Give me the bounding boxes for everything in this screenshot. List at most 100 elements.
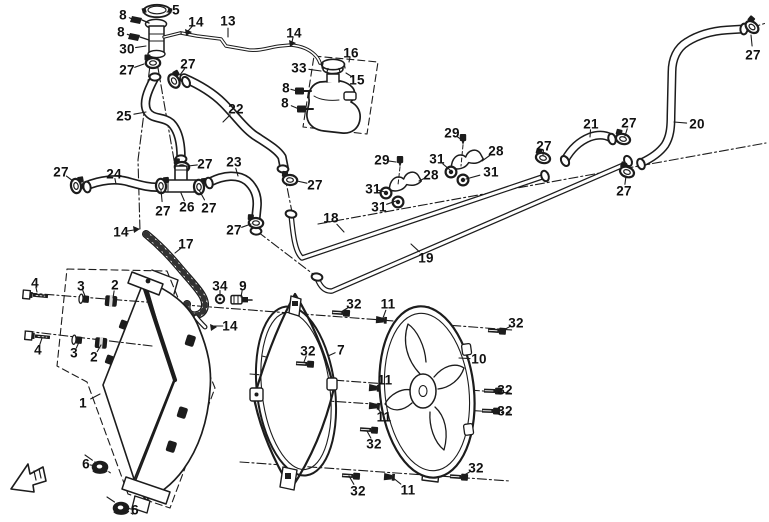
part-label: 11 bbox=[376, 409, 392, 425]
filler-neck-30 bbox=[144, 18, 182, 59]
part-label: 2 bbox=[111, 277, 119, 293]
leader-line bbox=[240, 290, 243, 298]
leader-line bbox=[391, 476, 402, 485]
part-label: 14 bbox=[222, 318, 238, 334]
leader-line bbox=[89, 464, 96, 467]
leader-line bbox=[90, 393, 101, 400]
part-label: 27 bbox=[180, 56, 196, 72]
coolant-pipe-18 bbox=[284, 168, 552, 261]
leader-line bbox=[187, 25, 193, 32]
leader-line bbox=[303, 355, 307, 363]
leader-line bbox=[386, 200, 397, 205]
part-label: 27 bbox=[201, 200, 217, 216]
leader-line bbox=[187, 164, 198, 167]
part-label: 1 bbox=[79, 395, 87, 411]
part-label: 11 bbox=[377, 372, 393, 388]
part-label: 32 bbox=[468, 460, 484, 476]
leader-line bbox=[348, 56, 351, 63]
leader-line bbox=[345, 72, 353, 78]
part-label: 26 bbox=[179, 199, 195, 215]
leader-line bbox=[39, 337, 43, 346]
coolant-pipe-19 bbox=[310, 153, 635, 294]
leader-line bbox=[308, 68, 322, 72]
leader-line bbox=[382, 309, 387, 319]
part-label: 31 bbox=[429, 151, 445, 167]
part-label: 18 bbox=[323, 210, 339, 226]
leader-line bbox=[166, 10, 173, 13]
leader-line bbox=[377, 189, 386, 193]
tank-bolt-8 bbox=[295, 87, 312, 95]
leader-line bbox=[96, 344, 102, 353]
part-label: 32 bbox=[346, 296, 362, 312]
leader-line bbox=[296, 180, 308, 184]
leader-line bbox=[291, 36, 294, 43]
part-label: 19 bbox=[418, 250, 434, 266]
leader-line bbox=[410, 243, 420, 253]
joint-fitting-9 bbox=[230, 294, 253, 305]
reserve-tank-cap-15 bbox=[320, 58, 346, 75]
part-label: 11 bbox=[380, 296, 396, 312]
part-label: 21 bbox=[583, 116, 599, 132]
leader-line bbox=[82, 289, 86, 297]
part-label: 7 bbox=[337, 342, 345, 358]
part-label: 31 bbox=[365, 181, 381, 197]
part-label: 6 bbox=[131, 502, 139, 518]
leader-line bbox=[290, 88, 298, 92]
part-label: 3 bbox=[77, 278, 85, 294]
leader-line bbox=[336, 223, 345, 233]
tank-outlet bbox=[343, 91, 357, 101]
leader-line bbox=[418, 177, 427, 182]
leader-line bbox=[134, 63, 145, 68]
leader-line bbox=[589, 129, 592, 138]
part-label: 32 bbox=[497, 403, 513, 419]
radiator-top-bracket bbox=[127, 271, 164, 296]
part-label: 31 bbox=[483, 164, 499, 180]
leader-line bbox=[180, 192, 185, 202]
reserve-tank-hose-13 bbox=[179, 31, 322, 65]
leader-line bbox=[366, 430, 372, 439]
leader-line bbox=[375, 405, 381, 413]
part-label: 28 bbox=[423, 167, 439, 183]
leader-line bbox=[126, 507, 132, 510]
part-label: 27 bbox=[307, 177, 323, 193]
water-hose-23 bbox=[203, 171, 263, 237]
leader-line bbox=[126, 33, 136, 38]
part-label: 22 bbox=[228, 101, 244, 117]
part-label: 8 bbox=[119, 7, 127, 23]
leader-line bbox=[750, 34, 753, 47]
part-label: 11 bbox=[400, 482, 416, 498]
part-label: 13 bbox=[220, 13, 236, 29]
leader-line bbox=[128, 17, 138, 22]
part-label: 10 bbox=[471, 351, 487, 367]
part-label: 31 bbox=[371, 199, 387, 215]
part-label: 8 bbox=[117, 24, 125, 40]
filler-hose-25 bbox=[140, 72, 188, 164]
part-label: 34 bbox=[212, 278, 228, 294]
leader-line bbox=[112, 290, 115, 299]
part-label: 5 bbox=[172, 2, 180, 18]
tank-bolt-8 bbox=[297, 105, 314, 113]
part-label: 23 bbox=[226, 154, 242, 170]
fan-shroud-7 bbox=[249, 292, 338, 491]
part-label: 14 bbox=[113, 224, 129, 240]
leader-line bbox=[542, 149, 545, 156]
leader-line bbox=[241, 223, 252, 228]
leader-line bbox=[673, 121, 688, 124]
part-label: 17 bbox=[178, 236, 194, 252]
leader-line bbox=[114, 177, 117, 185]
leader-line bbox=[35, 286, 38, 293]
leader-line bbox=[460, 471, 470, 478]
leader-line bbox=[133, 111, 147, 115]
front-direction-arrow-icon bbox=[10, 463, 47, 493]
leader-line bbox=[624, 175, 627, 185]
leader-line bbox=[465, 174, 481, 180]
reservoir-boundary bbox=[302, 55, 379, 135]
part-label: 32 bbox=[497, 382, 513, 398]
radiator-hose-22 bbox=[179, 73, 290, 175]
radiator-core-edge bbox=[140, 280, 178, 383]
part-label: 24 bbox=[106, 166, 122, 182]
leader-line bbox=[481, 154, 491, 162]
part-label: 14 bbox=[286, 25, 302, 41]
part-label: 27 bbox=[745, 47, 761, 63]
